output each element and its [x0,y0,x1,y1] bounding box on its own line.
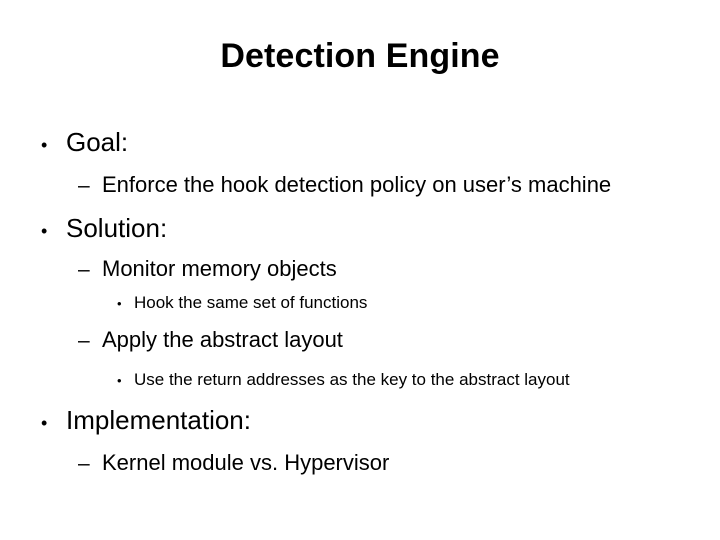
bullet-dot-icon: • [41,221,48,241]
bullet-text: Use the return addresses as the key to t… [134,370,570,389]
bullet-text: Kernel module vs. Hypervisor [102,450,390,475]
bullet-dash-icon: – [78,452,90,475]
bullet-level3-hook-same-functions: • Hook the same set of functions [0,289,720,317]
slide-title: Detection Engine [220,37,500,75]
bullet-level2-apply-abstract-layout: – Apply the abstract layout [0,322,720,357]
bullet-text: Solution: [66,213,168,243]
bullet-dash-icon: – [78,258,90,281]
bullet-text: Implementation: [66,405,251,435]
bullet-dot-small-icon: • [117,373,122,388]
bullet-level3-use-return-addresses: • Use the return addresses as the key to… [0,366,720,394]
bullet-level2-monitor-memory-objects: – Monitor memory objects [0,251,720,286]
bullet-dot-icon: • [41,135,48,155]
bullet-level1-implementation: • Implementation: [0,400,720,440]
bullet-text: Monitor memory objects [102,256,337,281]
bullet-dot-small-icon: • [117,296,122,311]
bullet-dash-icon: – [78,329,90,352]
bullet-dash-icon: – [78,174,90,197]
slide-body-content: • Goal: – Enforce the hook detection pol… [0,122,720,480]
bullet-level2-enforce-policy: – Enforce the hook detection policy on u… [0,167,720,202]
bullet-text: Goal: [66,127,129,157]
bullet-level1-goal: • Goal: [0,122,720,162]
bullet-text: Enforce the hook detection policy on use… [102,172,612,197]
bullet-dot-icon: • [41,413,48,433]
bullet-text: Apply the abstract layout [102,327,343,352]
bullet-level2-kernel-module-vs-hypervisor: – Kernel module vs. Hypervisor [0,445,720,480]
bullet-level1-solution: • Solution: [0,208,720,248]
bullet-text: Hook the same set of functions [134,293,368,312]
